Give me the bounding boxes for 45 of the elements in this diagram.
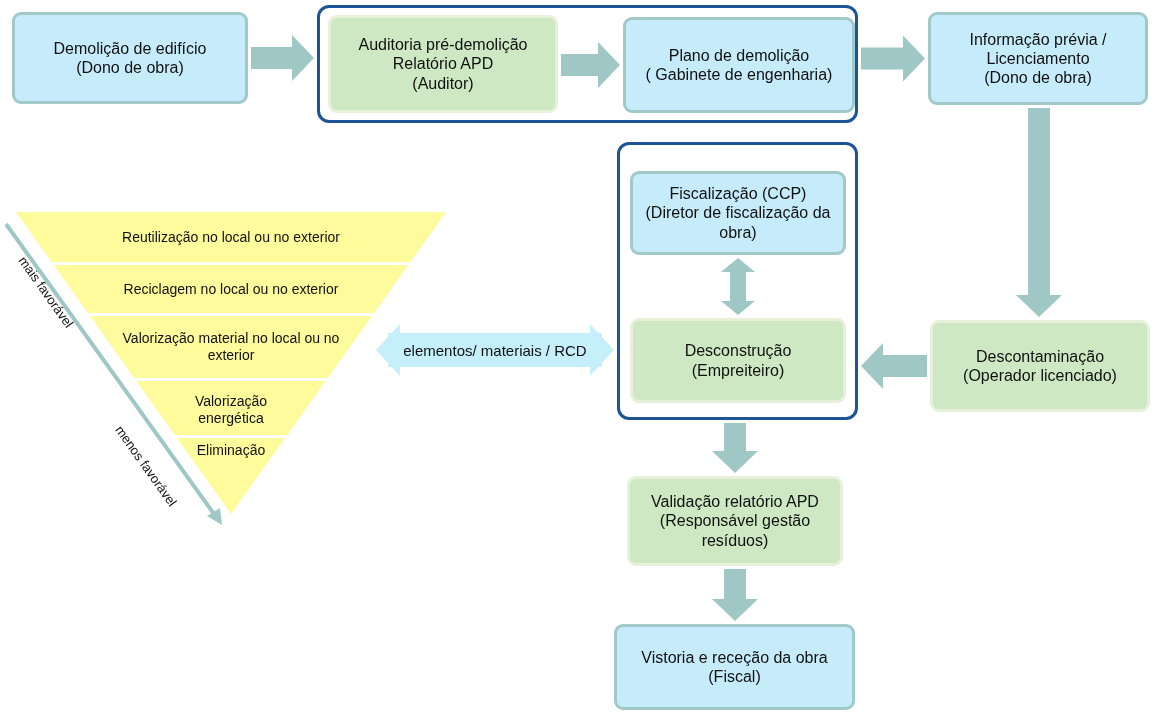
step-title: Validação relatório APD — [651, 492, 819, 512]
block-arrow — [375, 324, 614, 376]
block-arrow — [1016, 108, 1062, 317]
step-title: Informação prévia / Licenciamento — [968, 29, 1108, 69]
step-title: Reutilização no local ou no exterior — [122, 228, 340, 246]
role-label: (Dono de obra) — [984, 68, 1092, 88]
step-title: Fiscalização (CCP) — [669, 184, 807, 204]
group-frame — [617, 142, 858, 420]
role-label: (Dono de obra) — [76, 58, 184, 78]
role-label: (Responsável gestão resíduos) — [658, 511, 812, 550]
group-frame — [317, 5, 858, 123]
role-label: (Diretor de fiscalização da obra) — [644, 203, 832, 242]
step-title: Auditoria pré-demolição — [358, 35, 528, 55]
role-label: (Auditor) — [412, 73, 474, 93]
process-box — [930, 320, 1150, 412]
role-label: (Fiscal) — [708, 667, 761, 687]
process-box — [614, 624, 855, 710]
process-box — [627, 476, 843, 566]
role-label: (Empreiteiro) — [691, 360, 785, 380]
role-label: ( Gabinete de engenharia) — [645, 65, 833, 85]
step-title: Descontaminação — [975, 346, 1105, 366]
step-title: Relatório APD — [392, 54, 494, 74]
step-title: Valorização material no local ou no exterior — [121, 330, 341, 364]
block-arrow — [861, 35, 925, 82]
step-title: Reciclagem no local ou no exterior — [123, 280, 339, 298]
step-title: Vistoria e receção da obra — [641, 647, 828, 667]
step-title: Demolição de edifício — [53, 38, 207, 58]
process-box — [630, 171, 846, 255]
step-title: Plano de demolição — [668, 45, 810, 65]
process-box — [928, 12, 1148, 105]
process-box — [630, 318, 846, 403]
edge-label: elementos/ materiais / RCD — [403, 341, 587, 359]
block-arrow — [561, 42, 620, 88]
block-arrow — [712, 569, 758, 621]
process-box — [12, 12, 248, 104]
block-arrow — [251, 35, 314, 81]
block-arrow — [861, 343, 927, 389]
block-arrow — [721, 258, 755, 315]
block-arrow — [712, 423, 758, 473]
step-title: Eliminação — [196, 442, 266, 459]
process-box — [328, 15, 558, 113]
step-title: Desconstrução — [684, 341, 792, 361]
role-label: (Operador licenciado) — [963, 366, 1117, 386]
step-title: Valorização energética — [193, 393, 269, 427]
process-box — [623, 17, 855, 113]
